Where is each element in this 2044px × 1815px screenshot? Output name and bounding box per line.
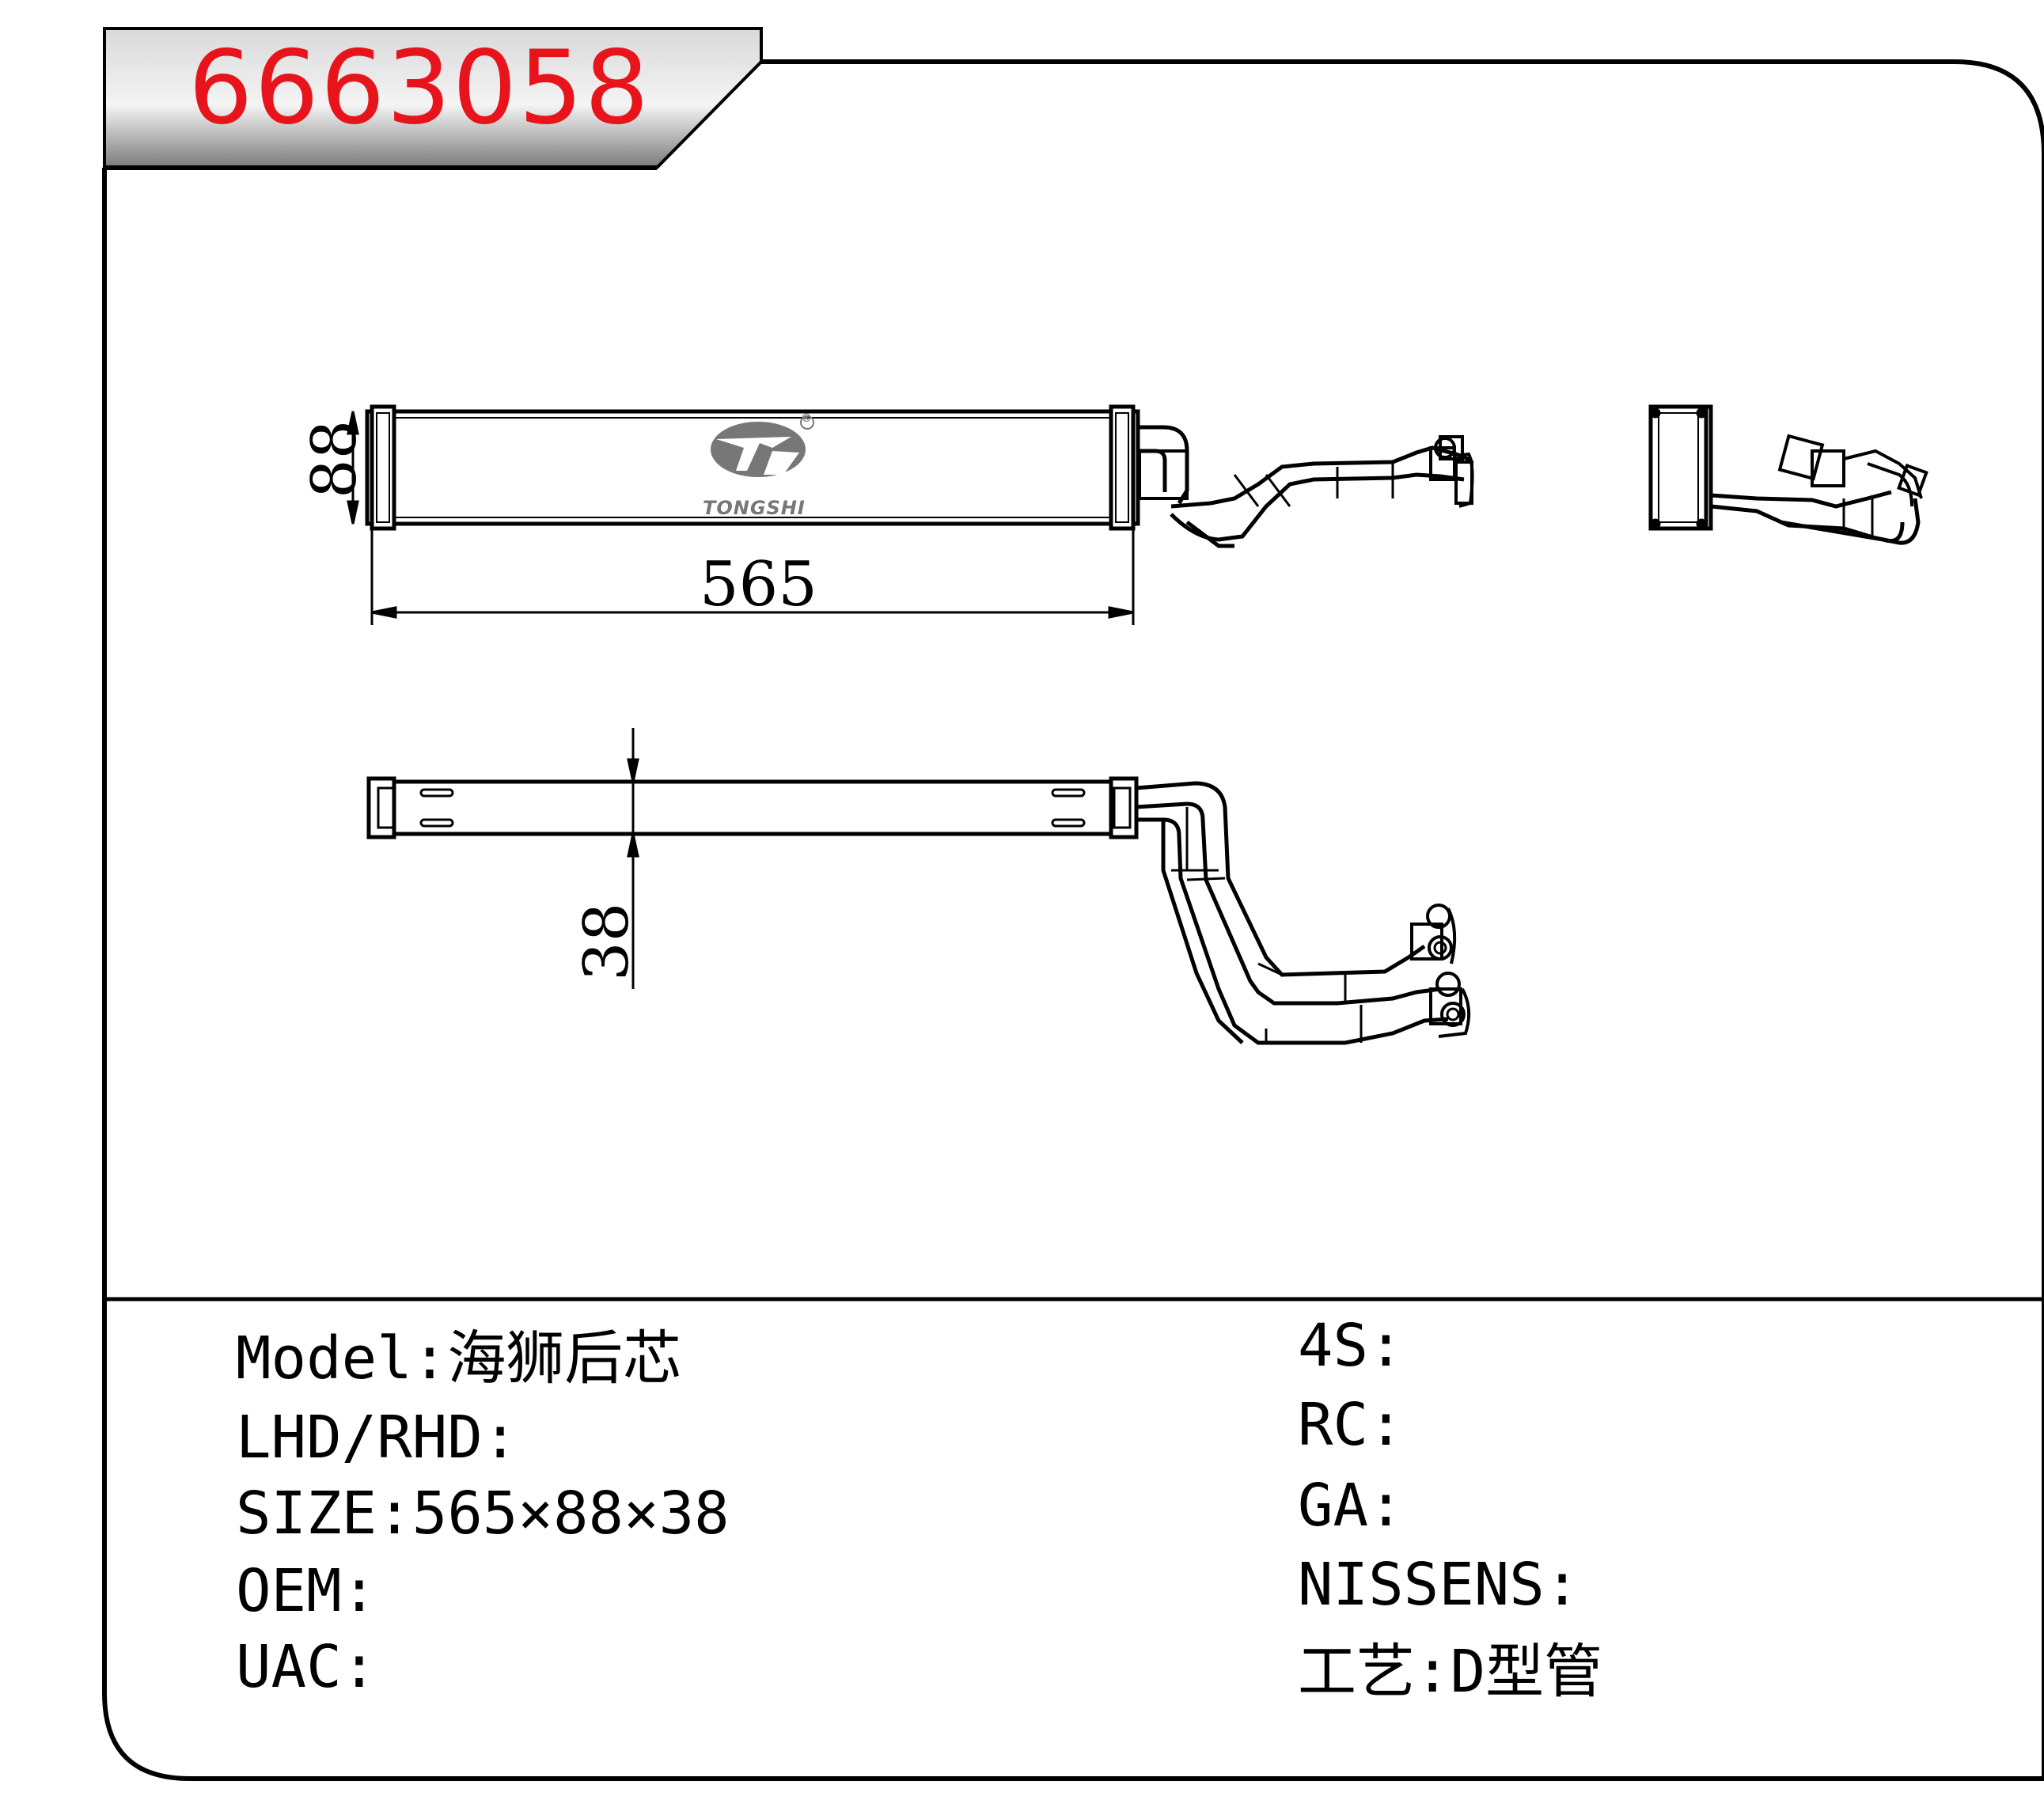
front-view — [365, 404, 1474, 548]
top-view — [366, 776, 1471, 1045]
registered-mark-circle — [800, 415, 814, 430]
dimension-height-label: 88 — [299, 419, 370, 498]
spec-oem: OEM: — [236, 1562, 377, 1620]
spec-process-label: 工艺: — [1298, 1638, 1451, 1706]
spec-process: 工艺:D型管 — [1298, 1643, 1602, 1701]
spec-size-value: 565×88×38 — [411, 1480, 730, 1548]
spec-nissens-label: NISSENS: — [1298, 1551, 1580, 1619]
spec-ga: GA: — [1298, 1476, 1404, 1535]
side-view — [1648, 404, 1928, 545]
spec-uac: UAC: — [236, 1638, 377, 1696]
spec-4s: 4S: — [1298, 1317, 1404, 1375]
spec-model-value: 海狮后芯 — [447, 1324, 682, 1393]
spec-rc: RC: — [1298, 1396, 1404, 1454]
spec-4s-label: 4S: — [1298, 1312, 1404, 1380]
spec-model: Model:海狮后芯 — [236, 1329, 681, 1388]
spec-process-value: D型管 — [1450, 1638, 1603, 1706]
dimension-lines-front — [347, 407, 1135, 625]
spec-nissens: NISSENS: — [1298, 1555, 1579, 1614]
spec-model-label: Model: — [236, 1324, 448, 1393]
dimension-depth-label: 38 — [571, 902, 643, 981]
spec-uac-label: UAC: — [236, 1633, 377, 1701]
spec-rc-label: RC: — [1298, 1391, 1404, 1459]
spec-lhd-rhd-label: LHD/RHD: — [236, 1404, 518, 1472]
dimension-length-label: 565 — [700, 549, 817, 620]
spec-oem-label: OEM: — [236, 1557, 377, 1625]
part-number-title: 6663058 — [188, 29, 651, 147]
header-banner — [103, 27, 763, 170]
registered-mark: ® — [801, 412, 813, 425]
spec-size-label: SIZE: — [236, 1480, 412, 1548]
spec-ga-label: GA: — [1298, 1472, 1404, 1540]
outer-frame — [102, 59, 2044, 1781]
spec-size: SIZE:565×88×38 — [236, 1484, 730, 1543]
brand-logo-text: TONGSHI — [703, 497, 806, 519]
dimension-lines-top — [627, 728, 639, 989]
spec-lhd-rhd: LHD/RHD: — [236, 1408, 518, 1467]
tongshi-logo-icon — [711, 422, 806, 477]
